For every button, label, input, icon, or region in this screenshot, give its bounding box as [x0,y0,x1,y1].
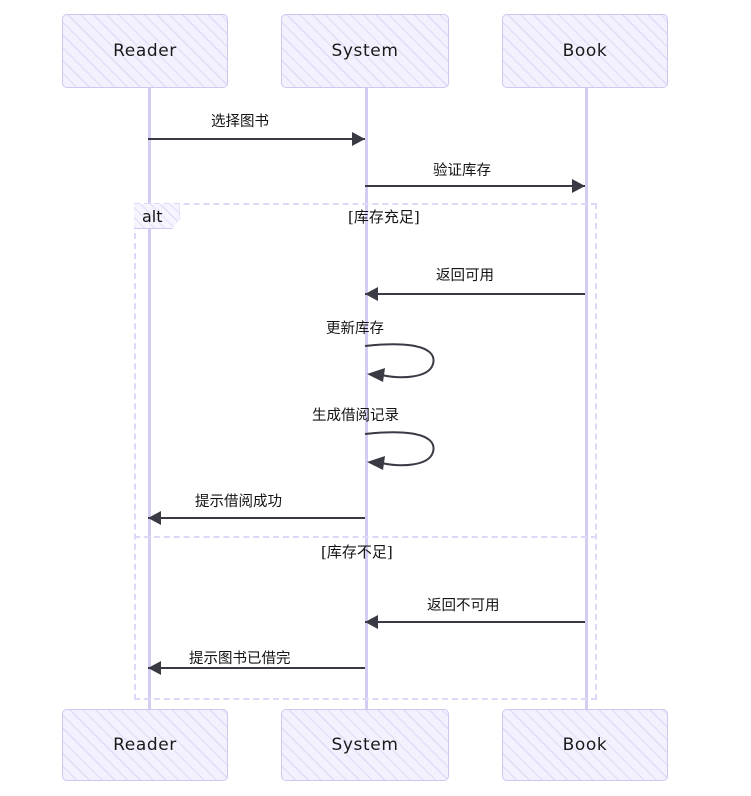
msg-borrow-success-arrowhead [148,511,161,525]
msg-verify-stock-arrowhead [572,179,585,193]
msg-book-out-of-stock-label: 提示图书已借完 [189,651,291,667]
msg-return-unavailable-arrowhead [365,615,378,629]
msg-return-available-line[interactable] [365,293,585,295]
alt-operand-guard-1: [库存不足] [321,543,393,561]
participant-label-system-bottom: System [331,735,399,755]
alt-fragment-tag-label: alt [142,206,163,226]
msg-borrow-success-line[interactable] [148,517,365,519]
msg-select-book-label: 选择图书 [211,114,269,130]
alt-fragment-frame [134,203,597,700]
msg-return-available-label: 返回可用 [436,268,494,284]
msg-update-stock-label: 更新库存 [326,321,384,337]
participant-label-system: System [331,41,399,61]
participant-box-system[interactable]: System [281,14,449,88]
msg-verify-stock-line[interactable] [365,185,585,187]
participant-box-book[interactable]: Book [502,14,668,88]
msg-create-record-label: 生成借阅记录 [312,408,399,424]
lifeline-book [585,88,588,709]
msg-update-stock-loop[interactable] [363,340,443,388]
participant-label-book: Book [562,41,608,61]
participant-box-book-bottom[interactable]: Book [502,709,668,781]
participant-box-reader[interactable]: Reader [62,14,228,88]
msg-return-available-arrowhead [365,287,378,301]
participant-label-reader: Reader [113,41,177,61]
participant-box-system-bottom[interactable]: System [281,709,449,781]
participant-label-reader-bottom: Reader [113,735,177,755]
msg-book-out-of-stock-arrowhead [148,661,161,675]
alt-operand-divider-1 [134,536,597,538]
msg-book-out-of-stock-line[interactable] [148,667,365,669]
alt-fragment-tag[interactable]: alt [134,204,180,229]
msg-select-book-arrowhead [352,132,365,146]
msg-select-book-line[interactable] [148,138,365,140]
participant-box-reader-bottom[interactable]: Reader [62,709,228,781]
msg-verify-stock-label: 验证库存 [433,163,491,179]
msg-borrow-success-label: 提示借阅成功 [195,494,282,510]
alt-operand-guard-0: [库存充足] [348,208,420,226]
participant-label-book-bottom: Book [562,735,608,755]
msg-create-record-loop[interactable] [363,428,443,476]
msg-return-unavailable-line[interactable] [365,621,585,623]
lifeline-reader [148,88,151,709]
msg-return-unavailable-label: 返回不可用 [427,598,500,614]
lifeline-system [365,88,368,709]
